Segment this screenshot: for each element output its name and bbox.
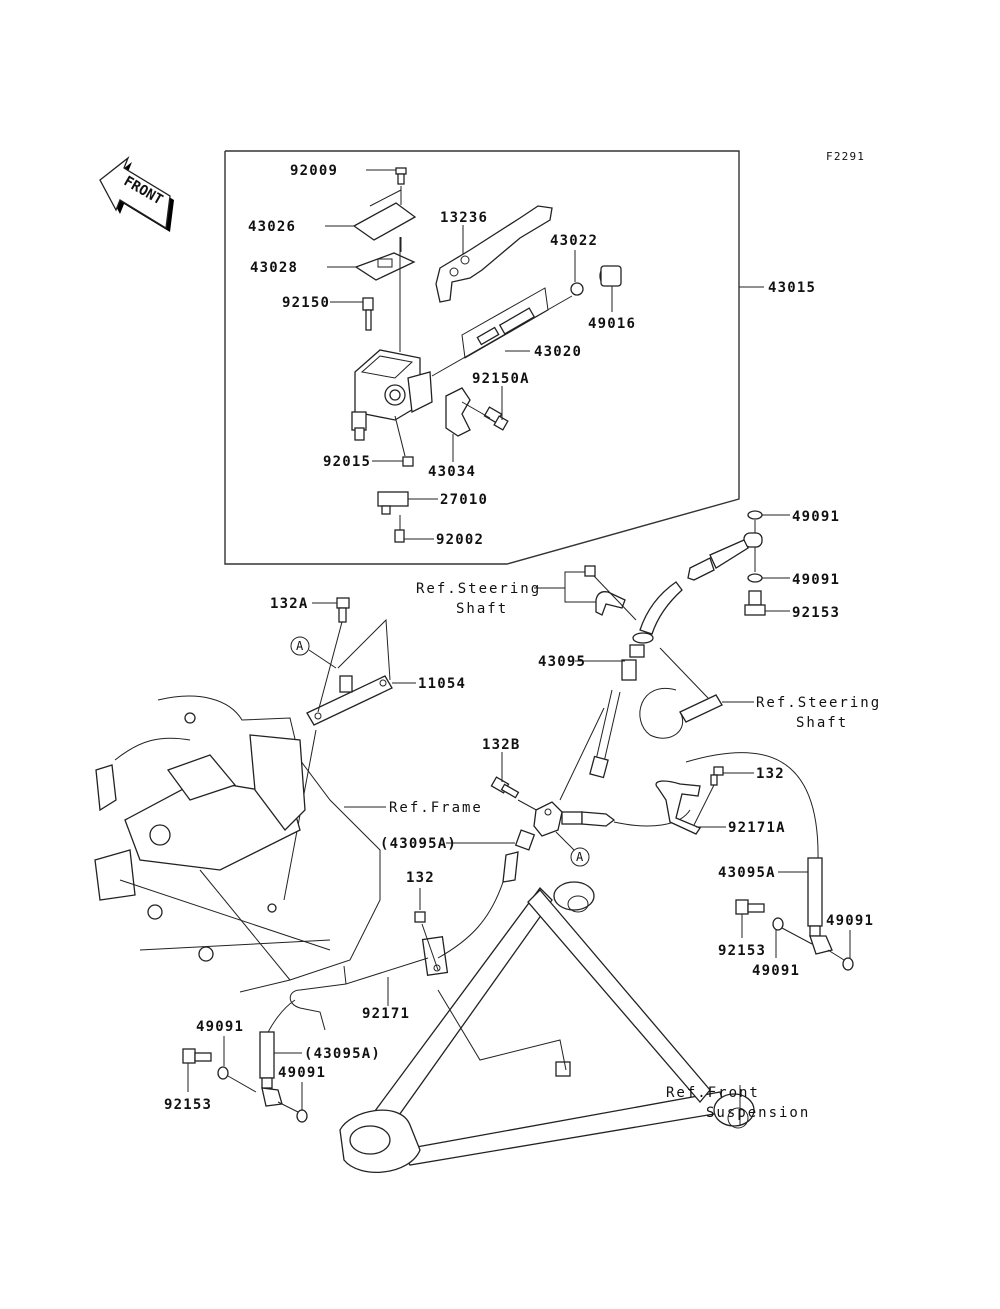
ref-steering-shaft-2-line1[interactable]: Ref.Steering — [756, 695, 881, 711]
marker-a-upper-label: A — [296, 639, 304, 653]
hose-guide-icon — [639, 687, 723, 739]
banjo-fitting-icon — [687, 532, 763, 581]
part-label-13236[interactable]: 13236 — [440, 210, 488, 226]
bolt-132-mid-icon — [414, 911, 426, 923]
part-label-43026[interactable]: 43026 — [248, 219, 296, 235]
clamp-icon — [445, 387, 471, 437]
dust-boot-icon — [599, 265, 622, 287]
part-label-132-mid[interactable]: 132 — [406, 870, 435, 886]
part-label-132B[interactable]: 132B — [482, 737, 521, 753]
steering-clamp-icon — [584, 565, 626, 616]
brake-hose-43095A-left-icon — [259, 1031, 283, 1107]
screw-92009-icon — [395, 167, 407, 185]
suspension-a-arm-icon — [339, 881, 755, 1173]
part-label-49091-left1[interactable]: 49091 — [196, 1019, 244, 1035]
part-label-43028[interactable]: 43028 — [250, 260, 298, 276]
washer-icon — [842, 957, 854, 971]
part-label-49091-right2[interactable]: 49091 — [826, 913, 874, 929]
washer-icon — [296, 1109, 308, 1123]
banjo-bolt-icon — [744, 590, 766, 616]
part-label-92002[interactable]: 92002 — [436, 532, 484, 548]
marker-a-lower — [570, 847, 590, 867]
pipe-clamp-92171A-icon — [655, 780, 701, 835]
bolt-132B-icon — [490, 776, 520, 799]
ref-steering-shaft-2-line2[interactable]: Shaft — [796, 715, 848, 731]
part-label-43015[interactable]: 43015 — [768, 280, 816, 296]
part-label-43095A-paren2[interactable]: (43095A) — [304, 1046, 381, 1062]
front-arrow-icon: FRONT — [99, 155, 174, 232]
screw-92002-icon — [394, 529, 405, 543]
part-label-92171[interactable]: 92171 — [362, 1006, 410, 1022]
brake-pipe-92171-icon — [289, 957, 429, 1031]
part-label-132-right[interactable]: 132 — [756, 766, 785, 782]
part-label-92150[interactable]: 92150 — [282, 295, 330, 311]
pipe-clamp-icon — [421, 936, 449, 976]
part-label-92153-left[interactable]: 92153 — [164, 1097, 212, 1113]
part-label-27010[interactable]: 27010 — [440, 492, 488, 508]
part-label-132A[interactable]: 132A — [270, 596, 309, 612]
washer-icon — [747, 510, 763, 520]
bolt-92150A-icon — [483, 406, 509, 431]
reservoir-cover-icon — [352, 202, 417, 241]
part-label-92153-right[interactable]: 92153 — [718, 943, 766, 959]
part-label-43022[interactable]: 43022 — [550, 233, 598, 249]
brake-switch-icon — [377, 491, 409, 515]
circlip-icon — [570, 282, 584, 296]
part-label-49091-top1[interactable]: 49091 — [792, 509, 840, 525]
ref-steering-shaft-1-line1[interactable]: Ref.Steering — [416, 581, 541, 597]
part-label-43095A-right[interactable]: 43095A — [718, 865, 776, 881]
three-way-joint-icon — [502, 801, 616, 883]
ref-front-suspension-line1[interactable]: Ref.Front — [666, 1085, 760, 1101]
ref-frame-label[interactable]: Ref.Frame — [389, 800, 483, 816]
ref-front-suspension-line2[interactable]: Suspension — [706, 1105, 810, 1121]
part-label-43095[interactable]: 43095 — [538, 654, 586, 670]
washer-icon — [747, 573, 763, 583]
frame-icon — [94, 695, 381, 993]
part-label-92171A[interactable]: 92171A — [728, 820, 786, 836]
bolt-92150-icon — [362, 297, 374, 331]
part-label-92009[interactable]: 92009 — [290, 163, 338, 179]
bolt-132A-icon — [336, 597, 350, 623]
part-label-92150A[interactable]: 92150A — [472, 371, 530, 387]
part-label-92015[interactable]: 92015 — [323, 454, 371, 470]
part-label-43034[interactable]: 43034 — [428, 464, 476, 480]
figure-id: F2291 — [826, 150, 865, 163]
banjo-bolt-92153-left-icon — [182, 1048, 212, 1064]
part-label-49091-top2[interactable]: 49091 — [792, 572, 840, 588]
assembly-boundary — [224, 150, 740, 565]
part-label-43095A-paren[interactable]: (43095A) — [380, 836, 457, 852]
marker-a-upper — [290, 636, 310, 656]
bracket-11054-icon — [306, 675, 393, 726]
marker-a-lower-label: A — [576, 850, 584, 864]
part-label-49016[interactable]: 49016 — [588, 316, 636, 332]
banjo-bolt-92153-right-icon — [735, 899, 765, 915]
part-label-92153-top[interactable]: 92153 — [792, 605, 840, 621]
master-cylinder-icon — [351, 349, 433, 441]
ref-steering-shaft-1-line2[interactable]: Shaft — [456, 601, 508, 617]
part-label-43020[interactable]: 43020 — [534, 344, 582, 360]
brake-lever-icon — [435, 205, 553, 303]
brake-hose-43095A-right-icon — [807, 857, 833, 955]
part-label-11054[interactable]: 11054 — [418, 676, 466, 692]
nut-92015-icon — [402, 456, 414, 467]
washer-icon — [217, 1066, 229, 1080]
part-label-49091-right1[interactable]: 49091 — [752, 963, 800, 979]
washer-icon — [772, 917, 784, 931]
brake-hose-icon — [589, 581, 683, 779]
part-label-49091-left2[interactable]: 49091 — [278, 1065, 326, 1081]
bolt-132-right-icon — [710, 766, 724, 786]
